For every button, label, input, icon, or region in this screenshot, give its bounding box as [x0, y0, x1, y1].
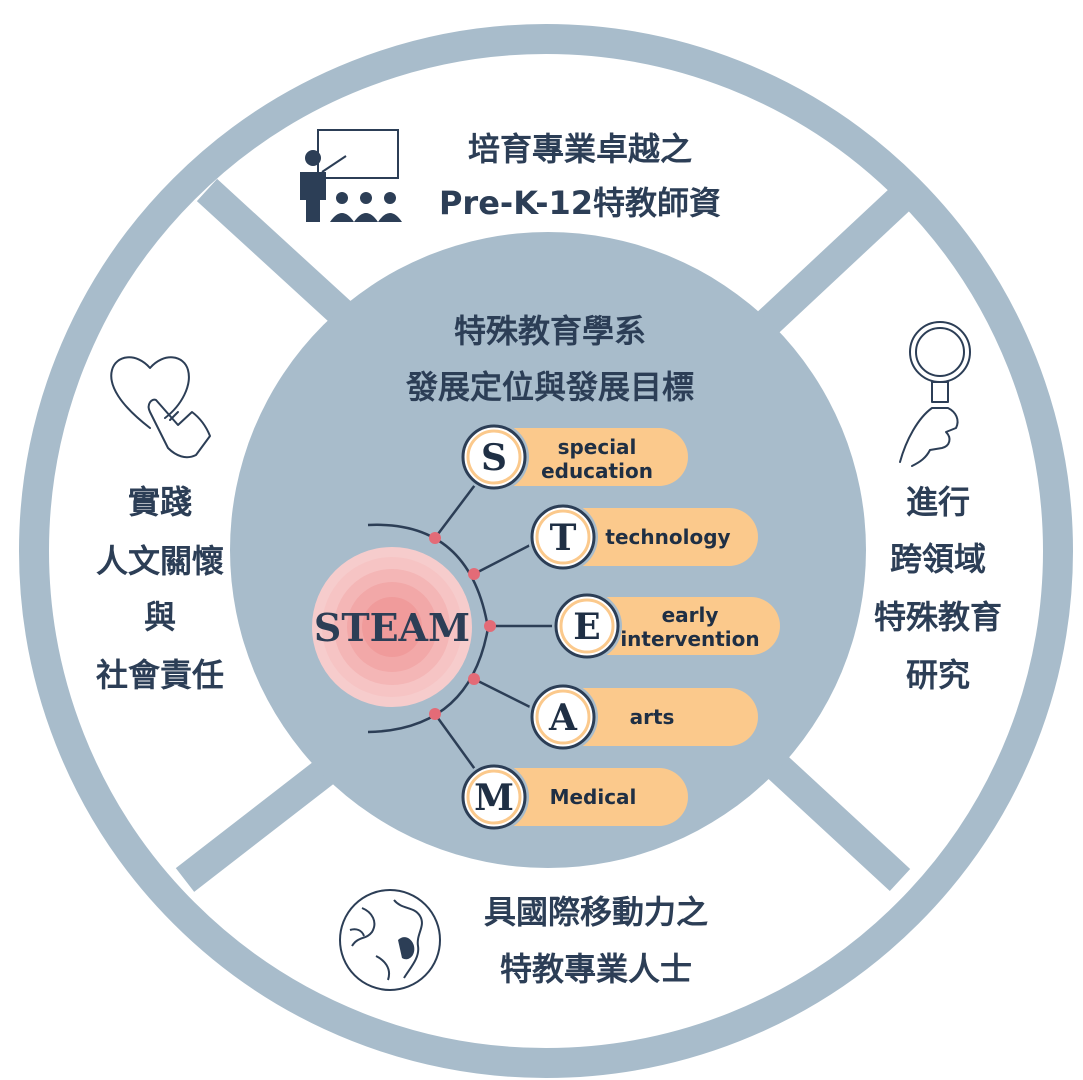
letter-e: E — [573, 606, 600, 648]
center-title-line1: 特殊教育學系 — [454, 312, 646, 350]
label-e-line1: early — [662, 603, 719, 627]
dot-a — [468, 673, 480, 685]
letter-a: A — [548, 697, 578, 739]
divider-top-left — [196, 178, 371, 342]
center-title-line2: 發展定位與發展目標 — [405, 368, 694, 406]
steam-hub: STEAM — [312, 547, 472, 707]
letter-s: S — [481, 437, 507, 479]
steam-hub-label: STEAM — [314, 605, 470, 650]
connector-a — [473, 677, 541, 714]
bottom-line1: 具國際移動力之 — [484, 893, 708, 931]
divider-bottom-left — [175, 748, 350, 892]
left-line3: 與 — [144, 598, 176, 636]
top-line1: 培育專業卓越之 — [468, 130, 692, 168]
label-e-line2: intervention — [620, 627, 759, 651]
dot-t — [468, 568, 480, 580]
pill-e — [570, 597, 780, 655]
steam-item-a: A arts — [528, 682, 758, 752]
steam-item-t: T technology — [528, 502, 758, 572]
left-line2: 人文關懷 — [96, 542, 224, 580]
pill-t — [548, 508, 758, 566]
letter-m: M — [474, 777, 514, 819]
pill-s — [478, 428, 688, 486]
label-m: Medical — [550, 785, 637, 809]
pill-m — [478, 768, 688, 826]
connector-dots — [429, 532, 496, 720]
teacher-classroom-icon — [300, 129, 402, 222]
heart-hand-icon — [110, 356, 211, 459]
right-line3: 特殊教育 — [874, 598, 1002, 636]
pill-a — [548, 688, 758, 746]
globe-icon — [339, 889, 441, 991]
left-line4: 社會責任 — [96, 656, 224, 694]
dot-s — [429, 532, 441, 544]
letter-t: T — [550, 517, 577, 559]
label-s-line2: education — [541, 459, 653, 483]
connector-t — [473, 538, 541, 576]
magnifier-hand-icon — [899, 321, 971, 467]
right-line2: 跨領域 — [890, 540, 986, 578]
steam-item-e: E early intervention — [552, 591, 780, 661]
label-t: technology — [605, 525, 730, 549]
label-s-line1: special — [558, 435, 637, 459]
right-line4: 研究 — [906, 656, 970, 694]
outer-ring — [19, 24, 1073, 1078]
dot-m — [429, 708, 441, 720]
steam-item-s: S special education — [459, 422, 688, 492]
left-line1: 實踐 — [128, 483, 192, 521]
right-line1: 進行 — [906, 483, 970, 521]
label-a: arts — [630, 705, 675, 729]
top-line2: Pre-K-12特教師資 — [439, 184, 721, 222]
bottom-line2: 特教專業人士 — [500, 950, 692, 988]
divider-bottom-right — [759, 748, 911, 892]
dot-e — [484, 620, 496, 632]
quadrant-dividers — [175, 177, 923, 892]
steam-item-m: M Medical — [459, 762, 688, 832]
divider-top-right — [749, 177, 923, 341]
